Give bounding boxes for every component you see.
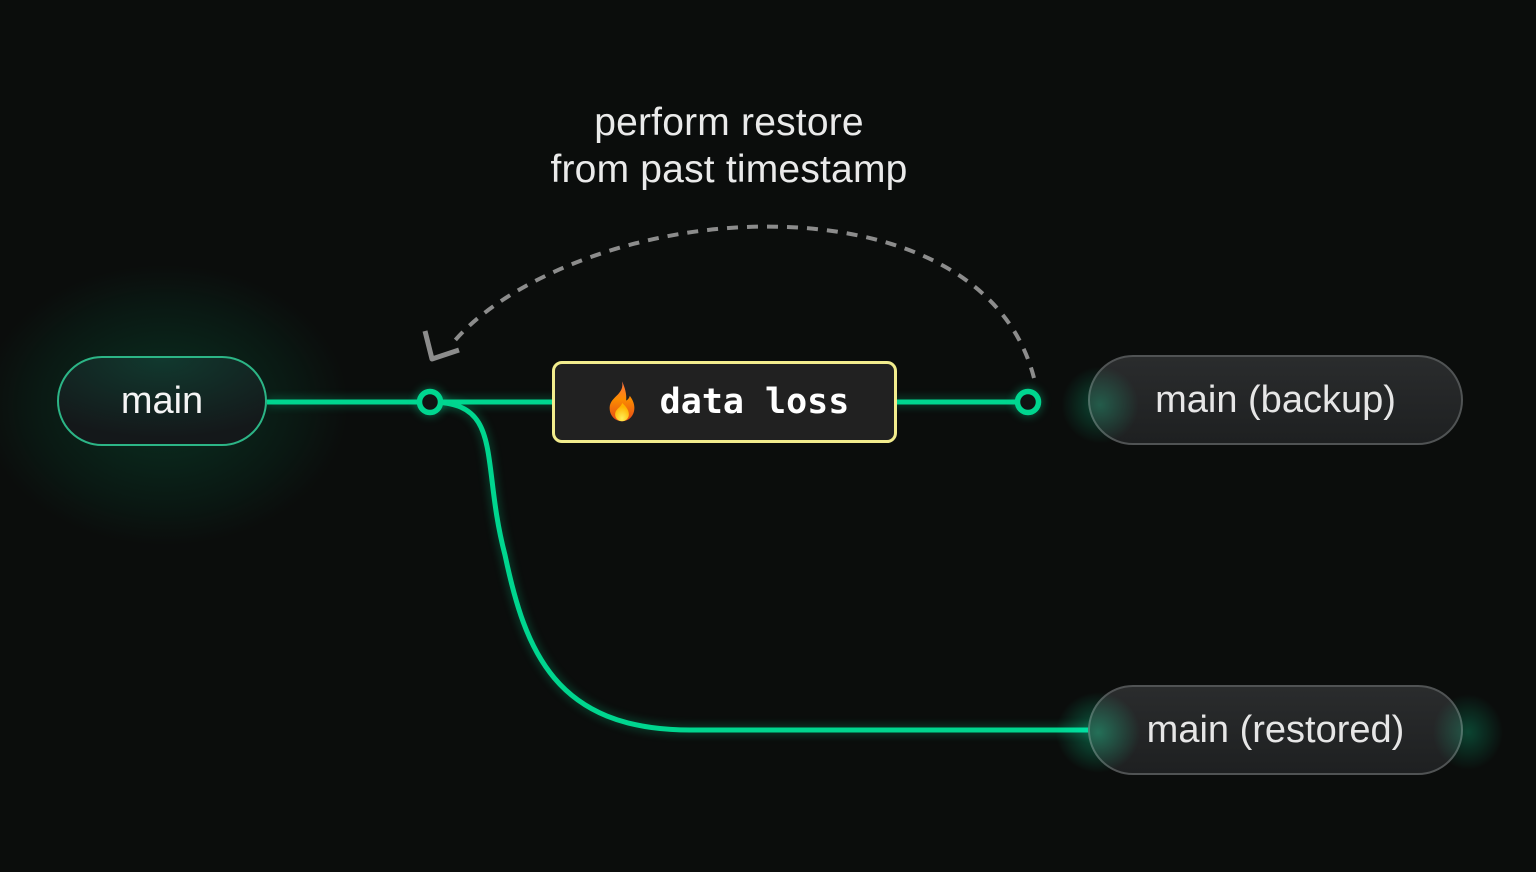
data-loss-box: data loss: [552, 361, 897, 443]
restore-arc-arrowhead-icon: [422, 330, 460, 362]
restore-annotation: perform restore from past timestamp: [318, 99, 1140, 193]
restore-annotation-line2: from past timestamp: [550, 148, 908, 191]
fire-icon: [609, 381, 635, 422]
node-main-label: main: [120, 379, 204, 422]
node-backup-label: main (backup): [1155, 378, 1396, 421]
edge-restore-branch: [427, 399, 1103, 733]
restore-arc: [450, 224, 1036, 379]
node-main: main: [57, 356, 267, 446]
node-restored: main (restored): [1088, 685, 1463, 775]
node-restored-label: main (restored): [1146, 708, 1405, 751]
commit-node-right: [1014, 388, 1042, 416]
restore-annotation-line1: perform restore: [594, 101, 864, 144]
data-loss-label: data loss: [659, 382, 850, 422]
node-backup: main (backup): [1088, 355, 1463, 445]
commit-node-left: [416, 388, 444, 416]
